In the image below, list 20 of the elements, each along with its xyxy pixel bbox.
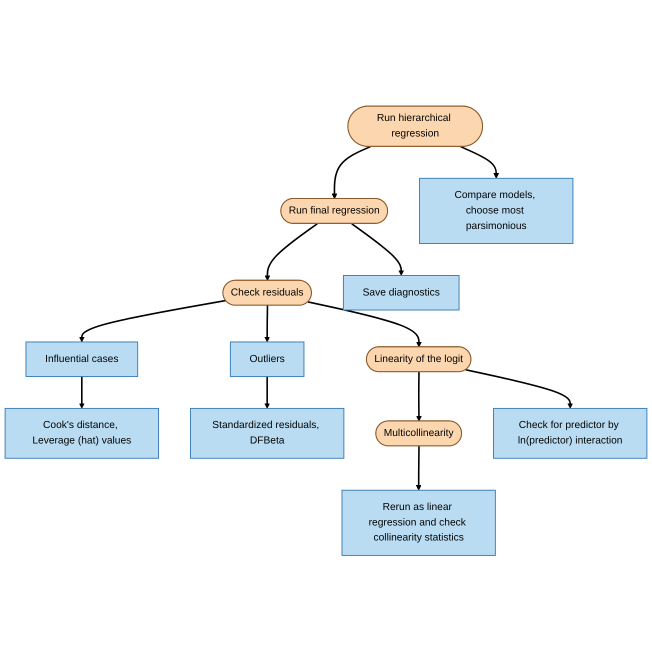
arrow: [351, 223, 404, 276]
node-box: Outliers: [230, 342, 304, 378]
arrow: [466, 369, 573, 409]
arrow: [264, 306, 270, 342]
arrow: [79, 376, 85, 409]
node-box: Cook's distance, Leverage (hat) values: [4, 408, 159, 459]
node-box: Save diagnostics: [342, 275, 460, 311]
arrow: [416, 372, 422, 422]
node-box: Influential cases: [26, 342, 138, 378]
node-box: Standardized residuals, DFBeta: [190, 408, 344, 459]
node-box: Compare models, choose most parsimonious: [419, 178, 574, 244]
arrow: [264, 223, 318, 282]
arrow: [460, 146, 500, 179]
arrow: [416, 446, 422, 491]
arrow: [79, 300, 226, 342]
node-box: Rerun as linear regression and check collinearity statistics: [342, 490, 496, 556]
arrow: [308, 301, 422, 348]
arrow: [332, 146, 371, 200]
arrow: [264, 376, 270, 409]
node-box: Check for predictor by ln(predictor) interaction: [493, 408, 648, 459]
